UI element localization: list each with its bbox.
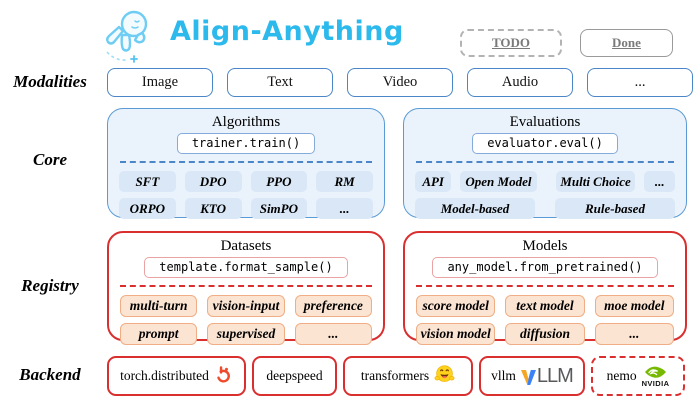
backend-row: torch.distributed deepspeed transformers [107,356,685,396]
datasets-panel: Datasets template.format_sample() multi-… [107,231,385,345]
dataset-chips: multi-turn vision-input preference promp… [120,295,372,345]
trainer-train-code: trainer.train() [176,133,316,154]
chip-model-based: Model-based [415,198,535,219]
modality-more: ... [587,68,693,97]
modalities-row: Image Text Video Audio ... [107,68,693,97]
chip-sft: SFT [119,171,176,192]
backend-transformers: transformers [343,356,473,396]
chip-dpo: DPO [184,171,242,192]
backend-deepspeed: deepspeed [252,356,337,396]
vllm-wordmark: LLM [536,365,574,387]
todo-label: TODO [491,35,531,50]
row-label-backend: Backend [19,365,81,384]
modality-video: Video [347,68,453,97]
deepspeed-label: deepspeed [266,368,323,383]
row-label-registry: Registry [21,276,79,295]
chip-text-model: text model [505,295,585,317]
vllm-label: vllm [491,368,516,383]
chip-rule-based: Rule-based [555,198,675,219]
dashed-divider [120,285,372,287]
chip-kto: KTO [184,198,242,219]
nemo-label: nemo [606,368,637,383]
chip-open-model: Open Model [460,171,537,192]
chip-preference: preference [294,295,372,317]
chip-models-more: ... [594,323,674,345]
evaluations-panel: Evaluations evaluator.eval() API Open Mo… [403,108,687,219]
nvidia-wordmark: NVIDIA [641,378,670,388]
dashed-divider [120,161,372,163]
algorithm-chips: SFT DPO PPO RM ORPO KTO SimPO ... [119,171,373,219]
transformers-label: transformers [360,368,430,383]
vllm-icon: LLM [520,365,574,387]
chip-evaluations-more: ... [644,171,675,192]
backend-vllm: vllm LLM [479,356,585,396]
legend-done: Done [580,29,673,57]
chip-rm: RM [316,171,373,192]
row-label-core: Core [33,150,67,169]
algorithms-title: Algorithms [211,114,281,130]
chip-multi-turn: multi-turn [120,295,198,317]
chip-score-model: score model [416,295,496,317]
row-label-modalities: Modalities [13,72,87,91]
datasets-title: Datasets [220,238,272,254]
nvidia-icon: NVIDIA [642,365,670,388]
page-title: Align-Anything [170,16,404,47]
modality-text: Text [227,68,333,97]
chip-multi-choice: Multi Choice [555,171,636,192]
backend-torch-distributed: torch.distributed [107,356,246,396]
modality-audio: Audio [467,68,573,97]
chip-supervised: supervised [207,323,285,345]
chip-datasets-more: ... [294,323,372,345]
chip-ppo: PPO [250,171,308,192]
dashed-divider [416,161,674,163]
chip-api: API [415,171,452,192]
from-pretrained-code: any_model.from_pretrained() [432,257,658,278]
chip-moe-model: moe model [594,295,674,317]
chip-vision-input: vision-input [207,295,285,317]
backend-nemo: nemo NVIDIA [591,356,685,396]
evaluations-title: Evaluations [509,114,581,130]
format-sample-code: template.format_sample() [144,257,348,278]
pytorch-icon [214,365,233,388]
chip-diffusion: diffusion [505,323,585,345]
legend-todo: TODO [460,29,562,57]
dashed-divider [416,285,674,287]
hand-snap-logo-icon [100,6,156,69]
evaluation-chips: API Open Model Multi Choice ... Model-ba… [415,171,675,219]
chip-orpo: ORPO [119,198,176,219]
torch-distributed-label: torch.distributed [120,368,209,383]
model-chips: score model text model moe model vision … [416,295,674,345]
chip-prompt: prompt [120,323,198,345]
models-panel: Models any_model.from_pretrained() score… [403,231,687,345]
done-label: Done [612,35,641,50]
modality-image: Image [107,68,213,97]
algorithms-panel: Algorithms trainer.train() SFT DPO PPO R… [107,108,385,219]
models-title: Models [522,238,568,254]
chip-algorithms-more: ... [316,198,373,219]
chip-vision-model: vision model [416,323,496,345]
chip-simpo: SimPO [250,198,308,219]
evaluator-eval-code: evaluator.eval() [472,133,618,154]
huggingface-icon [434,364,455,389]
